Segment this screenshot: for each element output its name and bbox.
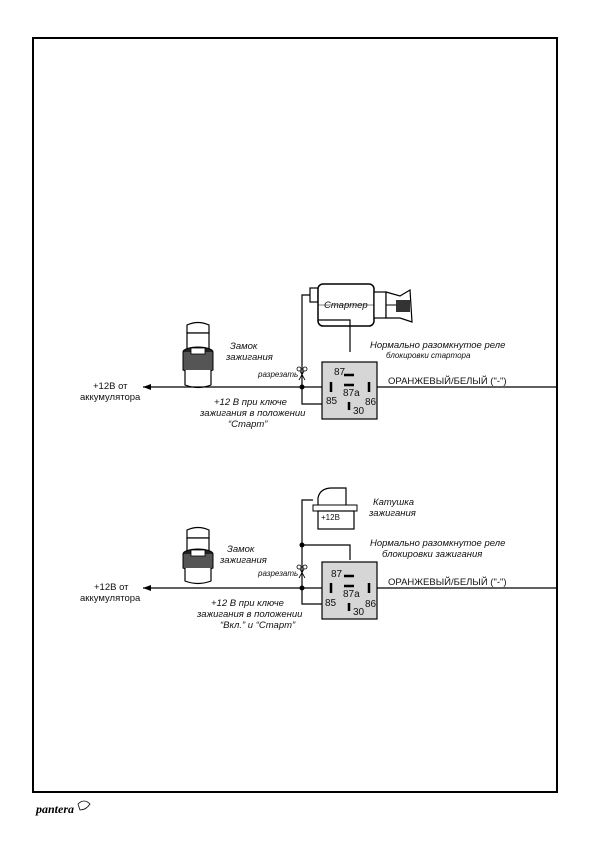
pin-86: 86: [365, 599, 377, 610]
starter-motor-icon: [309, 283, 413, 327]
key-position-label: +12 В при ключе зажигания в положении “В…: [196, 598, 305, 631]
battery-arrow-icon: [143, 585, 151, 591]
cut-label: разрезать: [257, 569, 298, 578]
junction-dot: [299, 384, 305, 390]
pin-87: 87: [334, 367, 346, 378]
coil-label: Катушка зажигания: [368, 497, 417, 519]
relay-87-wire: [302, 544, 351, 560]
scissors-icon: [296, 564, 308, 579]
pin-86: 86: [365, 397, 377, 408]
wire-label: ОРАНЖЕВЫЙ/БЕЛЫЙ ("-"): [388, 576, 507, 588]
relay-title: Нормально разомкнутое реле блокировки ст…: [370, 340, 508, 360]
relay-87-wire: [318, 319, 351, 352]
coil-terminal-label: +12В: [321, 513, 340, 522]
ignition-lock-icon: [182, 526, 214, 585]
scissors-icon: [296, 366, 308, 381]
pin-87a: 87a: [343, 388, 360, 399]
pin-30: 30: [353, 406, 365, 417]
pantera-logo: pantera: [35, 800, 91, 816]
svg-text:pantera: pantera: [35, 802, 74, 816]
battery-label: +12В от аккумулятора: [80, 381, 141, 403]
pin-85: 85: [325, 598, 337, 609]
lock-label: Замок зажигания: [219, 544, 267, 566]
page-frame: [32, 37, 558, 793]
pin-85: 85: [326, 396, 338, 407]
starter-wire: [301, 294, 322, 405]
lock-label: Замок зажигания: [225, 341, 273, 363]
junction-dot: [299, 585, 305, 591]
key-position-label: +12 В при ключе зажигания в положении “С…: [199, 397, 308, 430]
pin-87: 87: [331, 569, 343, 580]
logo-cat-icon: [77, 800, 91, 811]
battery-label: +12В от аккумулятора: [80, 582, 141, 604]
ignition-lock-icon: [182, 321, 214, 389]
battery-arrow-icon: [143, 384, 151, 390]
relay-title: Нормально разомкнутое реле блокировки за…: [370, 538, 508, 560]
starter-relay: [321, 361, 378, 420]
starter-blocking-diagram: Стартер Замок зажигания +12В от аккумуля…: [80, 283, 557, 430]
starter-label: Стартер: [324, 300, 368, 311]
cut-label: разрезать: [257, 370, 298, 379]
pin-30: 30: [353, 607, 365, 618]
ignition-blocking-diagram: +12В Катушка зажигания Замок зажигания +…: [80, 487, 557, 631]
pin-87a: 87a: [343, 589, 360, 600]
ignition-coil-icon: [312, 487, 358, 530]
coil-wire: [301, 499, 322, 605]
junction-dot: [299, 542, 305, 548]
wire-label: ОРАНЖЕВЫЙ/БЕЛЫЙ ("-"): [388, 375, 507, 387]
ignition-relay: [321, 561, 378, 620]
